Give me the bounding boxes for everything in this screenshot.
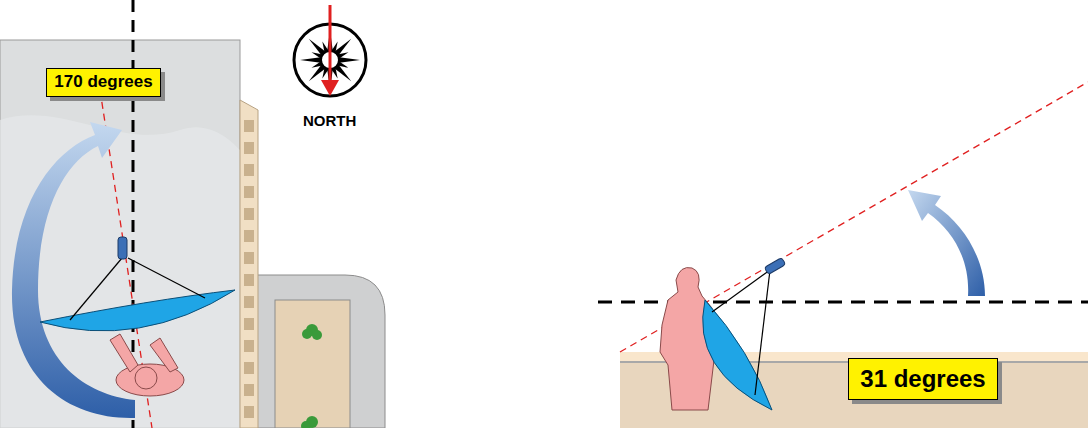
angle-box: 31 degrees	[848, 358, 998, 400]
angle-value: 170 degrees	[54, 69, 152, 95]
dish-top-view	[40, 237, 235, 331]
person-top-view	[110, 334, 184, 396]
rotation-arrow	[12, 122, 135, 418]
street	[255, 275, 385, 428]
compass	[294, 5, 366, 96]
compass-label: NORTH	[303, 112, 356, 129]
building-facade	[240, 100, 258, 428]
elevation-arrow	[908, 190, 985, 296]
roof	[0, 40, 240, 428]
angle-value: 31 degrees	[860, 359, 985, 398]
dish-side-view	[703, 258, 786, 410]
angle-box: 170 degrees	[46, 68, 161, 97]
garden	[275, 300, 350, 428]
